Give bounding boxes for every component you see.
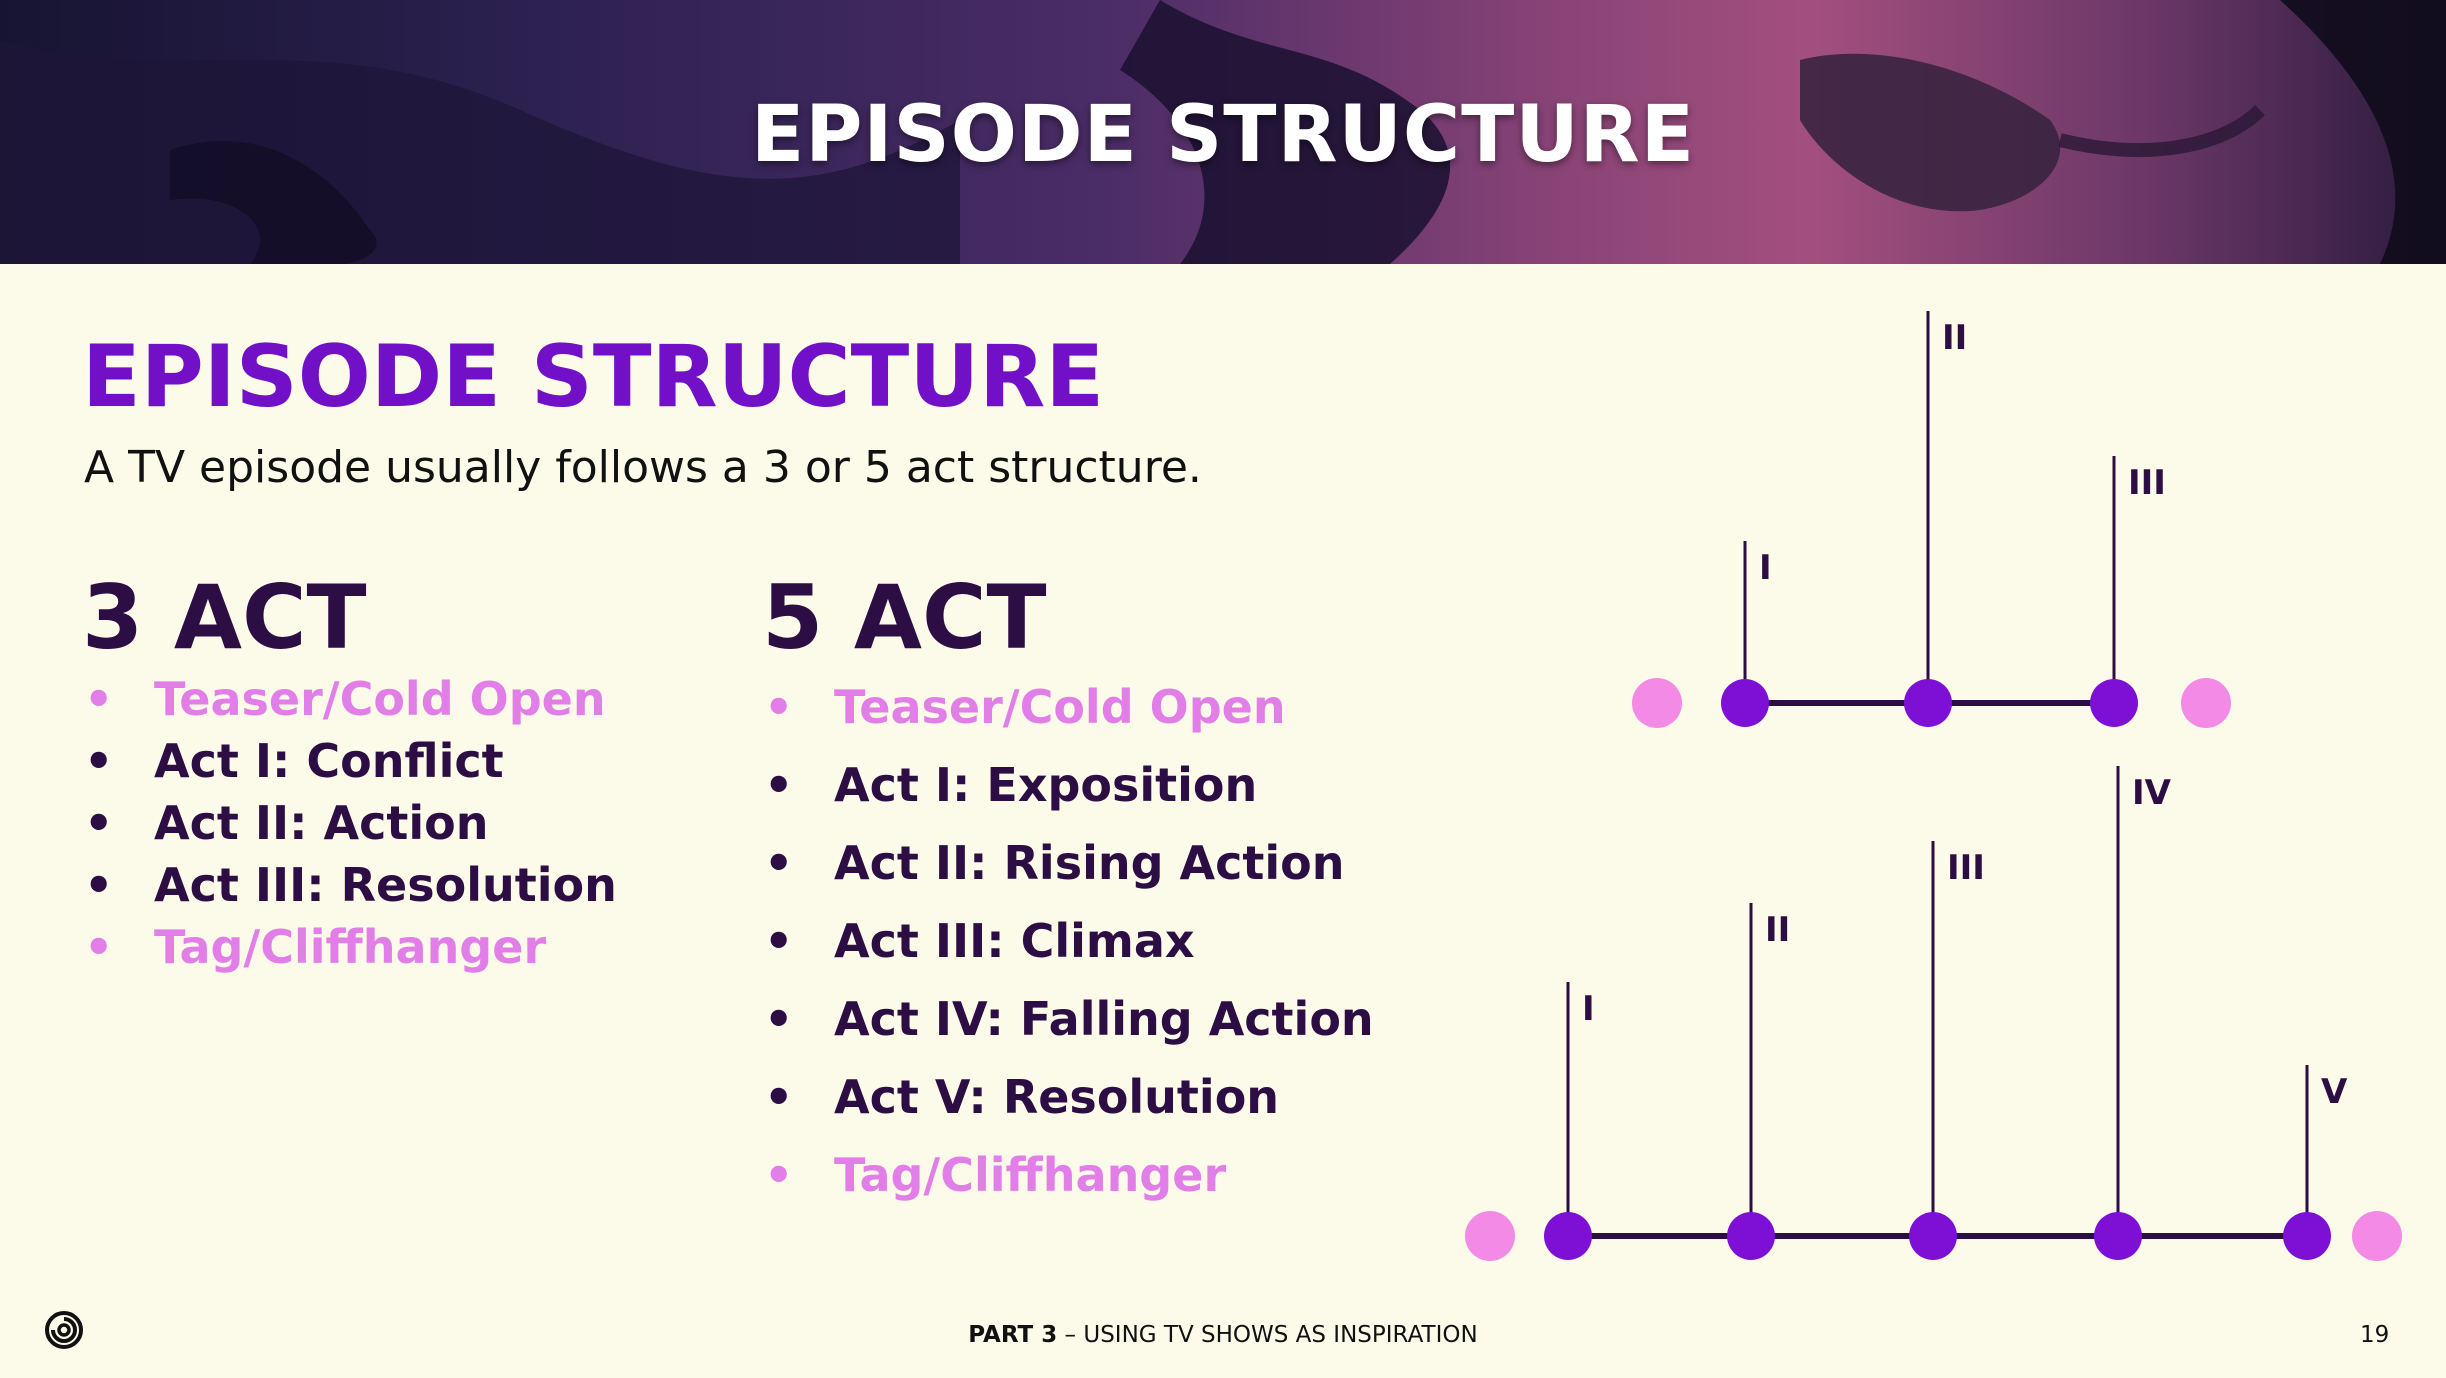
list-item-label: Act IV: Falling Action [834, 992, 1374, 1046]
list-item: •Act II: Action [84, 800, 489, 846]
three-act-title: 3 ACT [82, 566, 367, 669]
five-act-act-marker [1909, 1212, 1957, 1260]
footer-part-title: – USING TV SHOWS AS INSPIRATION [1057, 1322, 1478, 1348]
list-item-label: Act II: Action [154, 796, 489, 850]
bullet-icon: • [764, 836, 794, 890]
list-item: •Act I: Conflict [84, 738, 504, 784]
bullet-icon: • [764, 1148, 794, 1202]
slide-content: EPISODE STRUCTURE A TV episode usually f… [0, 264, 2446, 1378]
list-item: •Teaser/Cold Open [764, 684, 1286, 730]
list-item-label: Act I: Conflict [154, 734, 504, 788]
list-item: •Act III: Resolution [84, 862, 617, 908]
bullet-icon: • [84, 920, 114, 974]
list-item: •Act III: Climax [764, 918, 1195, 964]
list-item-label: Act I: Exposition [834, 758, 1258, 812]
list-item: •Teaser/Cold Open [84, 676, 606, 722]
bullet-icon: • [764, 914, 794, 968]
bullet-icon: • [764, 992, 794, 1046]
five-act-title: 5 ACT [762, 566, 1047, 669]
three-act-act-label: III [2128, 463, 2166, 503]
list-item-label: Act III: Resolution [154, 858, 617, 912]
list-item-label: Act III: Climax [834, 914, 1195, 968]
ubisoft-swirl-icon [45, 1311, 83, 1349]
list-item: •Tag/Cliffhanger [84, 924, 546, 970]
list-item-label: Tag/Cliffhanger [834, 1148, 1227, 1202]
three-act-act-label: II [1942, 318, 1967, 358]
five-act-act-label: IV [2132, 773, 2172, 813]
five-act-act-marker [2094, 1212, 2142, 1260]
five-act-teaser-marker [1465, 1211, 1515, 1261]
list-item: •Act IV: Falling Action [764, 996, 1374, 1042]
three-act-act-marker [1904, 679, 1952, 727]
banner-background-art [0, 0, 2446, 264]
list-item-label: Teaser/Cold Open [834, 680, 1286, 734]
three-act-act-marker [2090, 679, 2138, 727]
five-act-act-label: III [1947, 848, 1985, 888]
bullet-icon: • [84, 672, 114, 726]
bullet-icon: • [764, 680, 794, 734]
list-item-label: Teaser/Cold Open [154, 672, 606, 726]
five-act-act-label: II [1765, 910, 1790, 950]
five-act-act-label: V [2321, 1072, 2348, 1112]
bullet-icon: • [84, 858, 114, 912]
header-banner: EPISODE STRUCTURE [0, 0, 2446, 264]
five-act-act-marker [1544, 1212, 1592, 1260]
banner-title: EPISODE STRUCTURE [750, 90, 1696, 180]
list-item: •Tag/Cliffhanger [764, 1152, 1226, 1198]
five-act-act-marker [1727, 1212, 1775, 1260]
three-act-act-label: I [1759, 548, 1772, 588]
page-number: 19 [2360, 1322, 2390, 1348]
page-subtitle: A TV episode usually follows a 3 or 5 ac… [84, 442, 1202, 493]
three-act-tag-marker [2181, 678, 2231, 728]
list-item: •Act II: Rising Action [764, 840, 1345, 886]
five-act-tag-marker [2352, 1211, 2402, 1261]
footer-part-label: PART 3 [968, 1322, 1058, 1348]
page-title: EPISODE STRUCTURE [82, 327, 1105, 427]
five-act-act-label: I [1582, 989, 1595, 1029]
bullet-icon: • [764, 1070, 794, 1124]
list-item-label: Tag/Cliffhanger [154, 920, 547, 974]
list-item: •Act V: Resolution [764, 1074, 1279, 1120]
three-act-teaser-marker [1632, 678, 1682, 728]
footer-caption: PART 3 – USING TV SHOWS AS INSPIRATION [0, 1322, 2446, 1348]
three-act-act-marker [1721, 679, 1769, 727]
bullet-icon: • [84, 796, 114, 850]
bullet-icon: • [84, 734, 114, 788]
bullet-icon: • [764, 758, 794, 812]
list-item-label: Act V: Resolution [834, 1070, 1280, 1124]
list-item: •Act I: Exposition [764, 762, 1257, 808]
list-item-label: Act II: Rising Action [834, 836, 1345, 890]
five-act-act-marker [2283, 1212, 2331, 1260]
